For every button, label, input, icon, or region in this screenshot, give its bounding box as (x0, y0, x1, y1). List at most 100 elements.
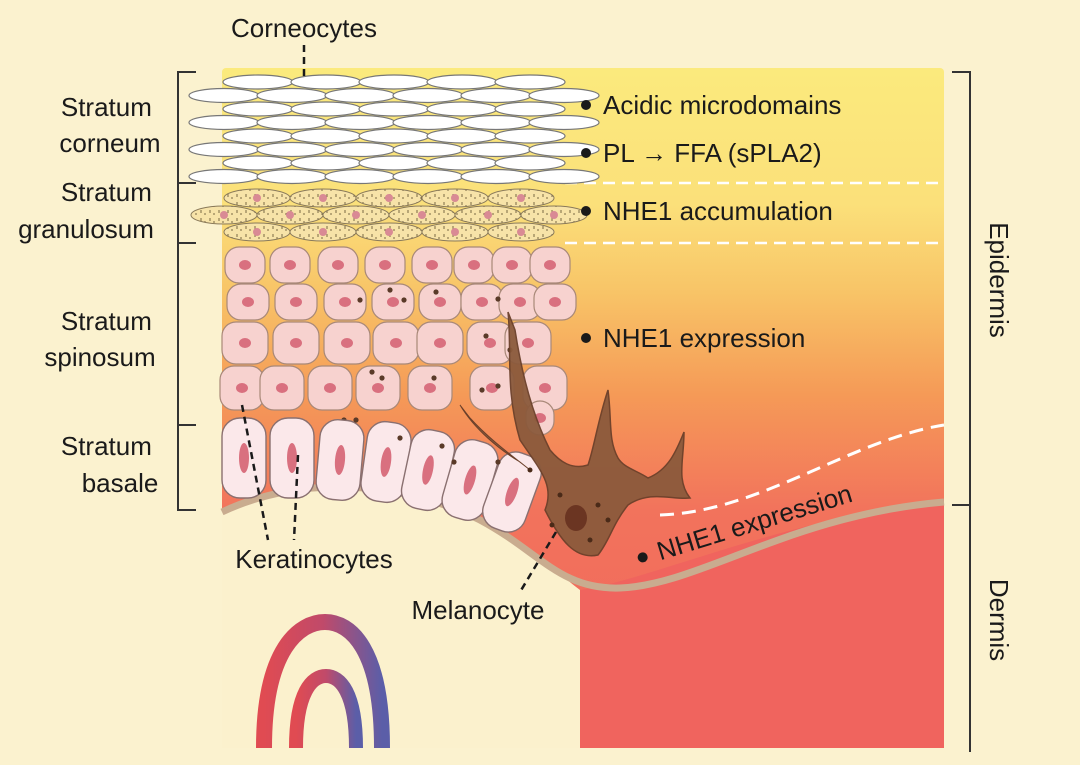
melanin-granule (479, 387, 485, 393)
basal-cell (221, 417, 267, 499)
granulosum-nucleus (319, 194, 327, 202)
spinosum-nucleus (514, 297, 526, 307)
corneocyte (256, 168, 328, 185)
corneocyte (290, 155, 362, 171)
svg-text:PL → FFA (sPLA2): PL → FFA (sPLA2) (603, 138, 822, 168)
corneocyte (460, 114, 532, 131)
region-brackets (952, 71, 971, 752)
granulosum-nucleus (484, 211, 492, 219)
granulosum-nucleus (385, 228, 393, 236)
spinosum-nucleus (424, 383, 436, 393)
basal-cell (482, 451, 542, 533)
annotation-pl-ffa: PL → FFA (sPLA2) (581, 138, 822, 168)
granulosum-cell-layer (190, 188, 588, 242)
spinosum-nucleus (324, 383, 336, 393)
corneocyte (324, 168, 396, 185)
corneocyte (358, 74, 430, 90)
granulosum-nucleus (253, 194, 261, 202)
keratinocytes-label: Keratinocytes (235, 544, 393, 574)
corneocytes-label: Corneocytes (231, 13, 377, 43)
corneocyte (392, 114, 464, 131)
melanocyte-cell (459, 311, 692, 557)
melanin-granule (433, 289, 439, 295)
granulosum-nucleus (451, 194, 459, 202)
bullet-dot (581, 148, 591, 158)
corneocyte (256, 141, 328, 158)
corneocyte (494, 101, 566, 117)
spinosum-nucleus (486, 383, 498, 393)
melanocyte-label: Melanocyte (412, 595, 545, 625)
spinosum-nucleus (242, 297, 254, 307)
stratum-spinosum-label: Stratum spinosum (44, 306, 159, 372)
spinosum-nucleus (387, 297, 399, 307)
corneocyte (528, 168, 600, 185)
granulosum-nucleus (286, 211, 294, 219)
stratum-basale-label: Stratum basale (61, 431, 159, 498)
spinosum-nucleus (239, 338, 251, 348)
spinosum-nucleus (372, 383, 384, 393)
bullet-dot (581, 206, 591, 216)
corneocyte (528, 87, 600, 104)
corneocyte (256, 114, 328, 131)
corneocyte (426, 101, 498, 117)
annotation-nhe1-accumulation: NHE1 accumulation (581, 196, 833, 226)
granulosum-nucleus (319, 228, 327, 236)
corneocyte (222, 74, 294, 90)
corneocyte (460, 168, 532, 185)
corneocyte (222, 128, 294, 144)
blood-vessel (256, 613, 390, 749)
corneocyte (324, 87, 396, 104)
spinosum-nucleus (390, 338, 402, 348)
granulosum-nucleus (352, 211, 360, 219)
melanin-granule (369, 369, 375, 375)
svg-text:Acidic microdomains: Acidic microdomains (603, 90, 841, 120)
corneocyte (358, 128, 430, 144)
spinosum-nucleus (341, 338, 353, 348)
corneocyte (222, 155, 294, 171)
spinosum-nucleus (549, 297, 561, 307)
spinosum-nucleus (332, 260, 344, 270)
corneocyte (290, 74, 362, 90)
annotation-acidic-microdomains: Acidic microdomains (581, 90, 841, 120)
corneocyte (392, 168, 464, 185)
granulosum-nucleus (550, 211, 558, 219)
stratum-corneum-label: Stratum corneum (59, 92, 160, 158)
corneocyte (188, 87, 260, 104)
spinosum-nucleus (522, 338, 534, 348)
spinosum-nucleus (239, 260, 251, 270)
svg-text:NHE1 accumulation: NHE1 accumulation (603, 196, 833, 226)
melanin-granule (495, 459, 501, 465)
spinosum-nucleus (506, 260, 518, 270)
corneocyte (290, 128, 362, 144)
corneocyte (460, 141, 532, 158)
melanin-granule (379, 375, 385, 381)
melanin-granule (431, 375, 437, 381)
granulosum-nucleus (385, 194, 393, 202)
corneocyte (358, 155, 430, 171)
basal-cell (360, 420, 412, 504)
annotation-nhe1-expression-epidermis: NHE1 expression (581, 323, 805, 353)
spinosum-nucleus (236, 383, 248, 393)
corneocyte (188, 168, 260, 185)
corneocyte (494, 155, 566, 171)
melanin-granule (401, 297, 407, 303)
basal-cell-layer (221, 417, 542, 533)
spinosum-nucleus (476, 297, 488, 307)
granulosum-nucleus (220, 211, 228, 219)
spinosum-nucleus (339, 297, 351, 307)
corneocyte-layer (188, 74, 600, 185)
pointer-lines (240, 45, 558, 593)
melanin-granule (439, 443, 445, 449)
spinosum-nucleus (284, 260, 296, 270)
bullet-dot (581, 100, 591, 110)
bullet-dot (637, 552, 648, 563)
spinosum-nucleus (539, 383, 551, 393)
corneocyte (494, 74, 566, 90)
spinosum-nucleus (276, 383, 288, 393)
corneocyte (392, 87, 464, 104)
bullet-dot (581, 333, 591, 343)
granulosum-nucleus (517, 228, 525, 236)
corneocyte (426, 74, 498, 90)
spinosum-nucleus (379, 260, 391, 270)
